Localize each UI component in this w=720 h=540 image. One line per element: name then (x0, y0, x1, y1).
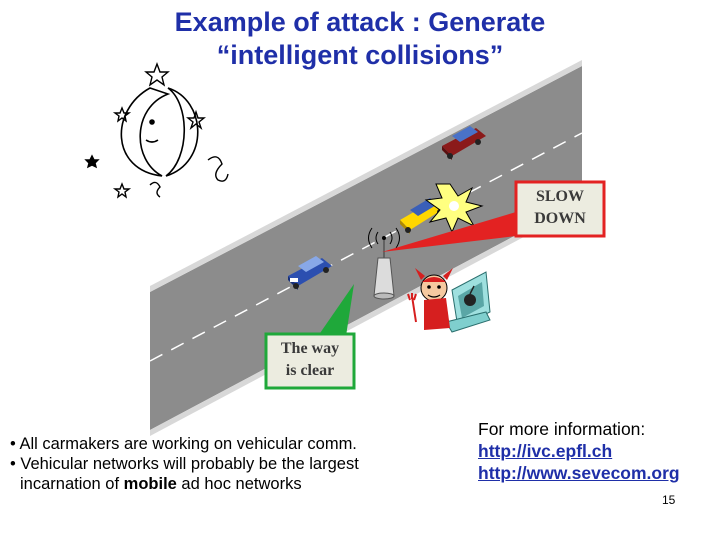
callout-slow-down (382, 180, 606, 252)
bullet-item: • Vehicular networks will probably be th… (10, 455, 359, 473)
devil-hacker-icon (407, 268, 491, 333)
title-line-1: Example of attack : Generate (174, 7, 546, 37)
bullet-continuation: incarnation of mobile ad hoc networks (10, 474, 450, 494)
callout-clear-text: The way is clear (266, 338, 354, 382)
page-number: 15 (662, 493, 676, 507)
bullet-list: • All carmakers are working on vehicular… (10, 434, 450, 494)
explosion-icon (424, 183, 484, 234)
road (149, 60, 583, 436)
bullet-item: • All carmakers are working on vehicular… (10, 435, 357, 453)
star-icon (84, 62, 229, 199)
callout-clear-line-1: The way (280, 340, 340, 357)
link-sevecom[interactable]: http://www.sevecom.org (478, 463, 680, 483)
antenna-icon (368, 227, 400, 300)
more-info: For more information: http://ivc.epfl.ch… (478, 418, 718, 484)
callout-slow-line-2: DOWN (534, 210, 586, 227)
info-heading: For more information: (478, 419, 646, 439)
title-line-2: “intelligent collisions” (216, 40, 504, 70)
bullet-emphasis: mobile (123, 475, 177, 493)
callout-slow-text: SLOW DOWN (516, 186, 604, 230)
bullet-text: incarnation of (20, 475, 124, 493)
car-icon (288, 256, 332, 290)
callout-clear-line-2: is clear (285, 362, 335, 379)
moon-icon (120, 87, 199, 177)
callout-way-is-clear (264, 284, 356, 390)
callout-slow-line-1: SLOW (535, 188, 584, 205)
car-icon (442, 126, 486, 160)
bullet-text: ad hoc networks (176, 475, 302, 493)
slide-title: Example of attack : Generate “intelligen… (60, 6, 660, 72)
link-ivc[interactable]: http://ivc.epfl.ch (478, 441, 613, 461)
